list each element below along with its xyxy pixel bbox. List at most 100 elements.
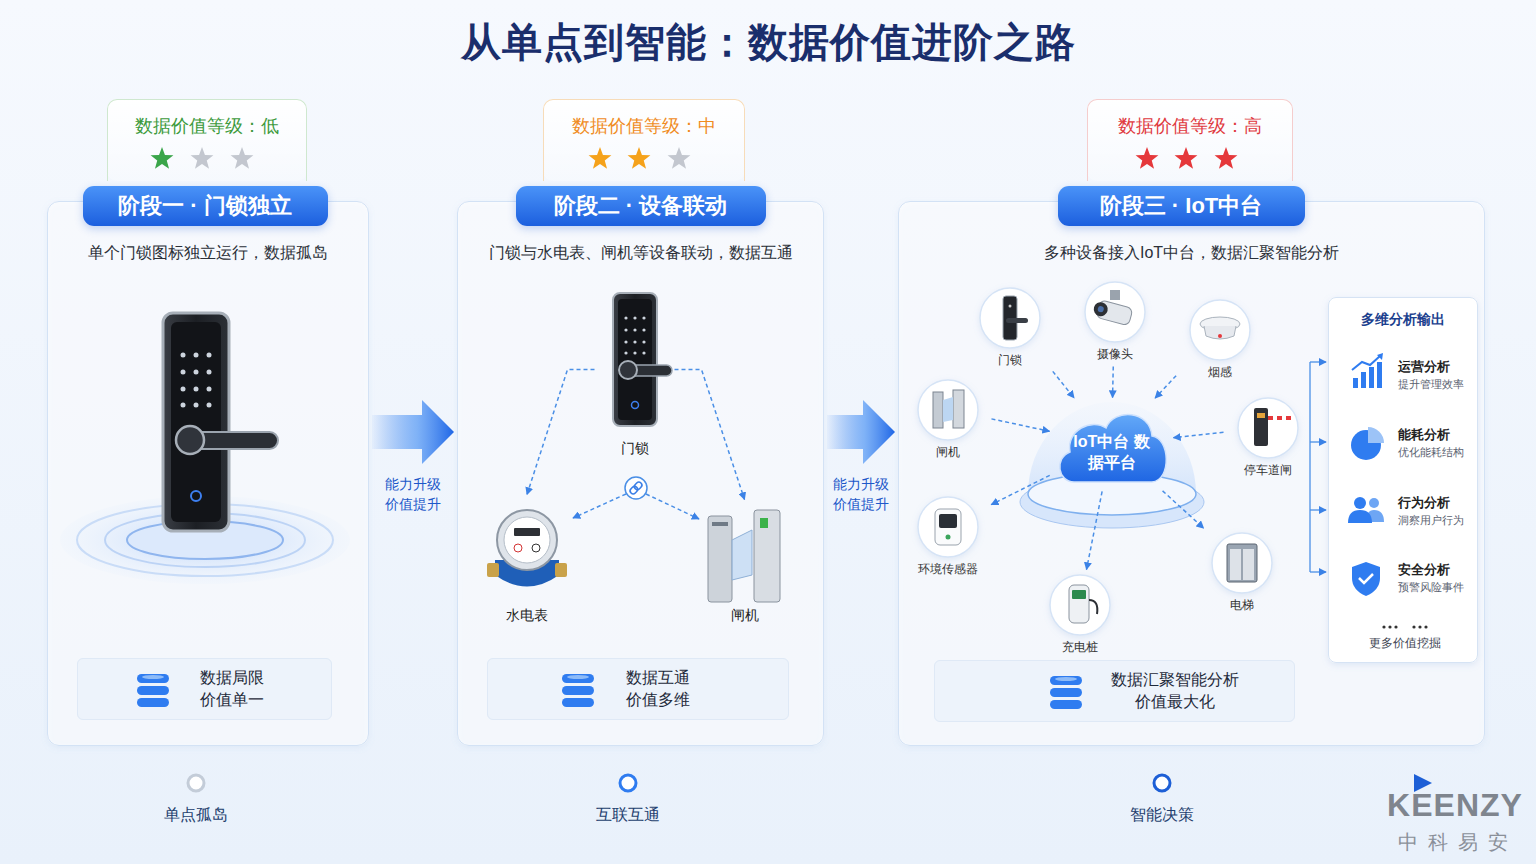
linked-lock-part-part	[633, 316, 636, 319]
stage-summary: 数据汇聚智能分析 价值最大化	[1107, 669, 1245, 713]
cloud-outline	[1059, 414, 1165, 481]
device-node: 门锁	[595, 288, 675, 458]
stage-panel: 门锁与水电表、闸机等设备联动，数据互通阶段二 · 设备联动门锁水电表闸机数据互通…	[457, 201, 824, 746]
linked-lock-part-part	[633, 351, 636, 354]
timeline-part	[1154, 775, 1170, 791]
panel-fill-part	[487, 658, 789, 720]
turnstile-part	[760, 518, 768, 528]
label-slot: 互联互通	[568, 805, 688, 826]
output-bracket-part	[1310, 361, 1326, 362]
analysis-icons-part	[1361, 372, 1366, 388]
device-node: 水电表	[485, 495, 570, 625]
device-label: 门锁	[621, 438, 649, 458]
text-group: 充电桩	[1038, 572, 1122, 656]
panel-fill-part	[47, 201, 369, 746]
device-icons-part	[953, 390, 964, 428]
data-flow-arrow	[991, 475, 1049, 504]
rating-stars-part	[1175, 147, 1198, 169]
standalone-lock-part-part	[181, 370, 186, 375]
timeline-part	[188, 775, 204, 791]
device-icons-part	[1089, 600, 1097, 614]
device-label: 停车道闸	[1226, 461, 1310, 479]
analysis-text: 能耗分析	[1398, 426, 1476, 444]
device-circle-part	[1050, 575, 1110, 635]
standalone-lock-part-part	[207, 403, 212, 408]
analysis-icons-part	[1353, 378, 1358, 388]
device-circle-part	[918, 497, 978, 557]
stage-pill: 阶段二 · 设备联动	[516, 186, 766, 226]
stage-description: 单个门锁图标独立运行，数据孤岛	[48, 243, 368, 263]
device-icons	[933, 290, 1295, 623]
data-flow-arrow	[991, 419, 1049, 431]
data-flow-arrow	[1173, 432, 1223, 437]
water-meter	[487, 510, 567, 587]
text-group: 多种设备接入IoT中台，数据汇聚智能分析	[899, 243, 1484, 263]
device-icons-part	[1218, 334, 1222, 338]
device-icons-part	[933, 392, 943, 428]
text-group: 门锁	[968, 285, 1052, 369]
analysis-text: 预警风险事件	[1398, 579, 1476, 595]
analysis-icons-part	[1377, 353, 1383, 360]
output-title: 多维分析输出	[1329, 309, 1477, 329]
device-icons-part	[1227, 544, 1257, 582]
analysis-icons-part	[1354, 497, 1366, 509]
analysis-text: 行为分析	[1398, 494, 1476, 512]
device-node: 摄像头	[1073, 279, 1157, 365]
device-circle-part	[1212, 533, 1272, 593]
device-node: 烟感	[1178, 297, 1262, 383]
link-symbol-part	[573, 494, 626, 518]
water-meter-part	[532, 544, 540, 552]
turnstile	[708, 510, 780, 602]
timeline-part	[70, 781, 1418, 785]
device-label: 电梯	[1200, 596, 1284, 614]
database-icon-part-part	[1050, 700, 1082, 709]
standalone-lock-part-part	[194, 387, 199, 392]
device-icons-part	[943, 397, 953, 422]
database-icon-part-part	[1055, 677, 1077, 681]
cloud-platform: IoT中台 数据平台	[1052, 400, 1172, 490]
standalone-lock-part-part	[181, 387, 186, 392]
timeline-label: 单点孤岛	[136, 805, 256, 826]
stage-summary: 数据互通 价值多维	[622, 667, 696, 711]
device-label: 烟感	[1178, 363, 1262, 381]
text-group: 阶段一 · 门锁独立	[118, 191, 292, 221]
database-icon-part-part	[137, 686, 169, 695]
database-icon-part-part	[1050, 676, 1082, 685]
device-icons-part	[1110, 290, 1120, 300]
link-symbol-part	[629, 481, 643, 495]
edge-label-slot: 能力升级 价值提升	[811, 474, 911, 514]
panel-fill-part	[1087, 99, 1293, 181]
database-icon-part-part	[562, 698, 594, 707]
standalone-lock-part-part	[207, 387, 212, 392]
device-icons-part	[935, 509, 961, 545]
device-circle	[918, 282, 1298, 635]
text-group: 闸机	[906, 377, 990, 461]
device-icons-part	[1243, 549, 1254, 580]
panel-fill	[47, 99, 1485, 746]
device-icons-part	[1092, 299, 1133, 326]
device-circle-part	[980, 288, 1040, 348]
stage-title: 阶段一 · 门锁独立	[118, 191, 292, 221]
value-badge: 数据价值等级：高	[1087, 99, 1293, 181]
database-icon	[137, 674, 1082, 709]
label-slot: 更多价值挖掘	[1350, 636, 1460, 652]
text-group: 烟感	[1178, 297, 1262, 381]
stage-pill: 阶段三 · IoT中台	[1058, 186, 1305, 226]
linked-lock-part	[632, 402, 639, 409]
platform-label: IoT中台 数据平台	[1067, 431, 1157, 473]
turnstile-part	[732, 530, 752, 580]
edge-label-slot: 能力升级 价值提升	[363, 474, 463, 514]
analysis-item: 能耗分析优化能耗结构	[1340, 420, 1476, 466]
text-group: 停车道闸	[1226, 395, 1310, 479]
standalone-lock-part	[191, 491, 201, 501]
link-symbol	[573, 477, 699, 519]
device-icons-part	[1072, 590, 1086, 599]
text-group: 多维分析输出	[1329, 309, 1477, 329]
device-icons-part	[1230, 549, 1241, 580]
value-level-text: 数据价值等级：低	[108, 114, 306, 138]
data-flow-arrow	[1053, 371, 1074, 398]
text-group: 数据汇聚智能分析 价值最大化	[1107, 669, 1245, 713]
device-icons-part	[1254, 408, 1268, 446]
diagram-title: 从单点到智能：数据价值进阶之路	[0, 16, 1536, 68]
